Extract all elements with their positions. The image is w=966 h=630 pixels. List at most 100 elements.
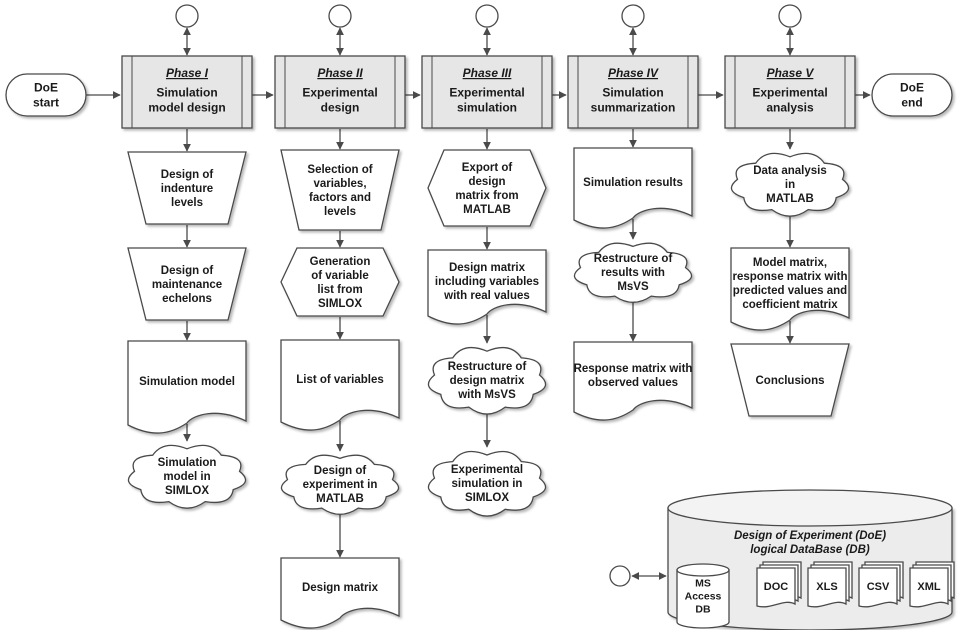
node-label-line: Export of	[462, 162, 513, 174]
node-label-line: list from	[317, 284, 362, 296]
phase-subtitle-line: design	[321, 101, 360, 115]
phase-subtitle-line: Experimental	[302, 86, 377, 100]
terminal-end-label: DoE	[900, 81, 924, 95]
node-label-line: Experimental	[451, 464, 523, 476]
phase-subtitle-line: Experimental	[449, 86, 524, 100]
ms-access-label-line: MS	[695, 578, 711, 590]
phase-subtitle-line: analysis	[766, 101, 814, 115]
connector-circle-phase-2	[328, 4, 352, 28]
phase-subtitle-line: Experimental	[752, 86, 827, 100]
phase-subtitle-line: model design	[148, 101, 225, 115]
file-type-label: CSV	[867, 581, 890, 593]
database-title-line: logical DataBase (DB)	[750, 544, 870, 556]
file-type-label: XLS	[816, 581, 837, 593]
terminal-end	[871, 73, 953, 117]
col1-manual-op-2	[127, 247, 247, 321]
node-label-line: SIMLOX	[318, 298, 362, 310]
node-label-line: in	[785, 179, 795, 191]
node-label-line: Model matrix,	[753, 257, 827, 269]
node-label-line: Selection of	[307, 164, 372, 176]
col1-document-3	[127, 340, 247, 434]
node-label-line: results with	[601, 267, 665, 279]
node-label-line: simulation in	[452, 478, 523, 490]
ms-access-label-line: Access	[685, 591, 722, 603]
node-label-line: Simulation model	[139, 376, 235, 388]
node-label-line: Design of	[161, 265, 214, 277]
database-cylinder-top	[667, 489, 953, 527]
node-label-line: with real values	[443, 290, 530, 302]
file-type-label: XML	[917, 581, 941, 593]
node-label-line: Design of	[161, 169, 214, 181]
phase-box-3	[421, 55, 553, 129]
phase-title: Phase IV	[608, 66, 659, 80]
node-label-line: echelons	[162, 293, 212, 305]
col4-document-3	[573, 341, 693, 421]
connector-circle-phase-3	[475, 4, 499, 28]
phase-subtitle-line: Simulation	[602, 86, 663, 100]
terminal-start-label: start	[33, 96, 59, 110]
node-label-line: maintenance	[152, 279, 222, 291]
col5-cloud-1	[730, 152, 850, 217]
node-label-line: SIMLOX	[165, 485, 209, 497]
col2-document-5	[280, 557, 400, 629]
node-label-line: Restructure of	[594, 253, 673, 265]
node-label-line: response matrix with	[732, 271, 847, 283]
ms-access-label-line: DB	[695, 604, 711, 616]
col5-manual-op-3	[730, 343, 850, 417]
phase-box-5	[724, 55, 856, 129]
phase-subtitle-line: summarization	[591, 101, 676, 115]
node-label-line: Simulation results	[583, 177, 683, 189]
col2-hexagon-2	[280, 247, 400, 317]
phase-box-4	[567, 55, 699, 129]
phase-subtitle-line: Simulation	[156, 86, 217, 100]
node-label-line: levels	[324, 206, 356, 218]
node-label-line: List of variables	[296, 374, 384, 386]
node-label-line: MATLAB	[766, 193, 814, 205]
node-label-line: predicted values and	[733, 285, 847, 297]
phase-title: Phase V	[767, 66, 815, 80]
file-icon-csv	[858, 567, 898, 608]
node-label-line: coefficient matrix	[742, 299, 838, 311]
node-label-line: Simulation	[158, 457, 217, 469]
col2-document-3	[280, 339, 400, 431]
node-label-line: of variable	[311, 270, 369, 282]
col2-manual-op-1	[280, 149, 400, 231]
node-label-line: indenture	[161, 183, 213, 195]
node-label-line: Restructure of	[448, 361, 527, 373]
node-label-line: with MsVS	[457, 389, 516, 401]
node-label-line: variables,	[313, 178, 366, 190]
phase-title: Phase III	[463, 66, 512, 80]
phase-title: Phase I	[166, 66, 209, 80]
node-label-line: levels	[171, 197, 203, 209]
col3-hexagon-1	[427, 149, 547, 227]
terminal-end-label: end	[901, 96, 922, 110]
col2-cloud-4	[280, 454, 400, 515]
col4-document-1	[573, 147, 693, 229]
col5-document-2	[730, 247, 850, 331]
ms-access-cylinder-body	[676, 569, 730, 629]
node-label-line: design matrix	[450, 375, 525, 387]
ms-access-cylinder-top	[676, 563, 730, 577]
file-icon-doc	[756, 567, 796, 608]
col3-cloud-4	[427, 450, 547, 517]
node-label-line: Design matrix	[449, 262, 526, 274]
col4-cloud-2	[573, 242, 693, 303]
node-label-line: Data analysis	[753, 165, 827, 177]
node-label-line: observed values	[588, 377, 678, 389]
connector-circle-phase-5	[778, 4, 802, 28]
node-label-line: Response matrix with	[574, 363, 693, 375]
connector-circle-database	[609, 565, 631, 587]
col1-cloud-4	[127, 444, 247, 509]
node-label-line: Generation	[310, 256, 371, 268]
node-label-line: factors and	[309, 192, 371, 204]
node-label-line: experiment in	[303, 479, 378, 491]
node-label-line: design	[468, 176, 505, 188]
node-label-line: MATLAB	[463, 204, 511, 216]
node-label-line: MsVS	[617, 281, 649, 293]
terminal-start-label: DoE	[34, 81, 58, 95]
col3-document-2	[427, 249, 547, 325]
phase-title: Phase II	[317, 66, 363, 80]
col3-cloud-3	[427, 346, 547, 415]
node-label-line: Conclusions	[755, 375, 824, 387]
node-label-line: including variables	[435, 276, 539, 288]
